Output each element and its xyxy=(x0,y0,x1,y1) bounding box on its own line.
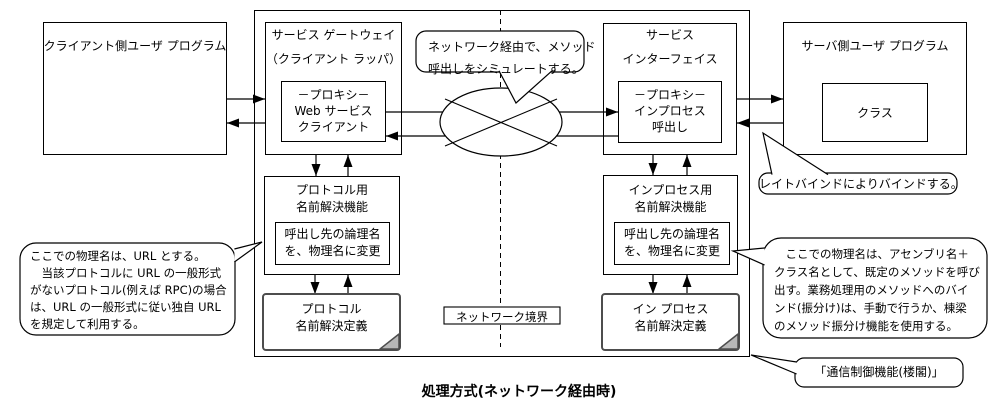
protocol-resolver-box xyxy=(264,176,400,275)
inprocess-def-line1: イン プロセス xyxy=(632,302,709,316)
protocol-resolver-inner-line2: を、物理名に変更 xyxy=(284,244,381,258)
comm-control-callout-text: 「通信制御機能(楼閣)」 xyxy=(814,365,944,379)
diagram-title: 処理方式(ネットワーク経由時) xyxy=(421,384,617,400)
protocol-resolver-inner-line1: 呼出し先の論理名 xyxy=(284,227,381,241)
inprocess-def-label: イン プロセス 名前解決定義 xyxy=(602,301,739,335)
assembly-note-line3: 出す。業務処理用のメソッドへのバイ xyxy=(774,283,969,297)
url-note-line4: は、URL の一般形式に従い独自 URL xyxy=(30,300,221,314)
simulate-line1: ネットワーク経由で、メソッド xyxy=(428,40,596,54)
server-program-label: サーバ側ユーザ プログラム xyxy=(801,39,949,53)
class-box xyxy=(822,83,928,142)
assembly-note-line4: ンド(振分け)は、手動で行うか、棟梁 xyxy=(774,301,967,315)
service-interface-title: サービス xyxy=(645,28,694,42)
protocol-def-line1: プロトコル xyxy=(301,302,362,316)
late-bind-callout-text: レイトバインドによりバインドする。 xyxy=(759,177,963,191)
inprocess-resolver-line2: 名前解決機能 xyxy=(634,200,707,214)
url-note-line1: ここでの物理名は、URL とする。 xyxy=(30,249,206,263)
gateway-proxy-box xyxy=(281,81,386,142)
url-note-line3: がないプロトコル(例えば RPC)の場合 xyxy=(30,283,227,297)
client-program-box xyxy=(43,22,227,155)
interface-proxy-line2: インプロセス xyxy=(634,104,706,118)
network-boundary-label: ネットワーク境界 xyxy=(456,310,548,324)
inprocess-resolver-box xyxy=(603,175,738,275)
url-note-line2: 当該プロトコルに URL の一般形式 xyxy=(30,266,222,280)
interface-proxy-label: －プロキシ－ インプロセス 呼出し xyxy=(618,87,722,135)
protocol-def-line2: 名前解決定義 xyxy=(295,319,368,333)
simulate-line2: 呼出しをシミュレートする。 xyxy=(428,62,584,76)
service-gateway-subtitle: （クライアント ラッパ） xyxy=(265,52,402,66)
outer-container-box xyxy=(254,10,750,357)
inprocess-resolver-label: インプロセス用 名前解決機能 xyxy=(603,182,738,216)
url-note-callout-text: ここでの物理名は、URL とする。 当該プロトコルに URL の一般形式 がない… xyxy=(30,248,227,333)
assembly-note-line2: クラス名として、既定のメソッドを呼び xyxy=(774,265,980,279)
server-program-box xyxy=(783,22,967,155)
protocol-resolver-line1: プロトコル用 xyxy=(295,183,368,197)
simulate-callout-text: ネットワーク経由で、メソッド 呼出しをシミュレートする。 xyxy=(428,36,596,80)
interface-proxy-line1: －プロキシ－ xyxy=(633,88,706,102)
gateway-proxy-label: －プロキシ－ Web サービス クライアント xyxy=(281,87,386,135)
protocol-def-label: プロトコル 名前解決定義 xyxy=(263,301,400,335)
assembly-note-line5: のメソッド振分け機能を使用する。 xyxy=(774,319,958,333)
inprocess-resolver-inner-line1: 呼出し先の論理名 xyxy=(623,227,720,241)
protocol-resolver-inner-label: 呼出し先の論理名 を、物理名に変更 xyxy=(275,226,390,260)
service-gateway-title: サービス ゲートウェイ xyxy=(271,28,396,42)
gateway-proxy-line3: クライアント xyxy=(297,120,370,134)
class-box-label: クラス xyxy=(857,106,893,120)
protocol-resolver-line2: 名前解決機能 xyxy=(295,200,368,214)
protocol-resolver-inner-box xyxy=(275,222,390,265)
assembly-note-callout-text: ここでの物理名は、アセンブリ名＋ クラス名として、既定のメソッドを呼び 出す。業… xyxy=(774,245,980,335)
inprocess-resolver-inner-label: 呼出し先の論理名 を、物理名に変更 xyxy=(614,226,730,260)
client-program-label: クライアント側ユーザ プログラム xyxy=(43,39,227,53)
service-interface-box xyxy=(603,23,737,155)
interface-proxy-line3: 呼出し xyxy=(651,120,688,134)
service-interface-subtitle: インターフェイス xyxy=(622,52,718,66)
inprocess-resolver-inner-box xyxy=(614,222,730,265)
gateway-proxy-line2: Web サービス xyxy=(294,104,373,118)
gateway-proxy-line1: －プロキシ－ xyxy=(297,88,370,102)
interface-proxy-box xyxy=(618,81,722,143)
url-note-line5: を規定して利用する。 xyxy=(30,317,145,331)
protocol-resolver-label: プロトコル用 名前解決機能 xyxy=(264,182,400,216)
inprocess-def-line2: 名前解決定義 xyxy=(634,319,707,333)
assembly-note-line1: ここでの物理名は、アセンブリ名＋ xyxy=(774,247,969,261)
inprocess-resolver-inner-line2: を、物理名に変更 xyxy=(623,244,720,258)
service-gateway-box xyxy=(265,22,402,155)
inprocess-resolver-line1: インプロセス用 xyxy=(628,183,713,197)
